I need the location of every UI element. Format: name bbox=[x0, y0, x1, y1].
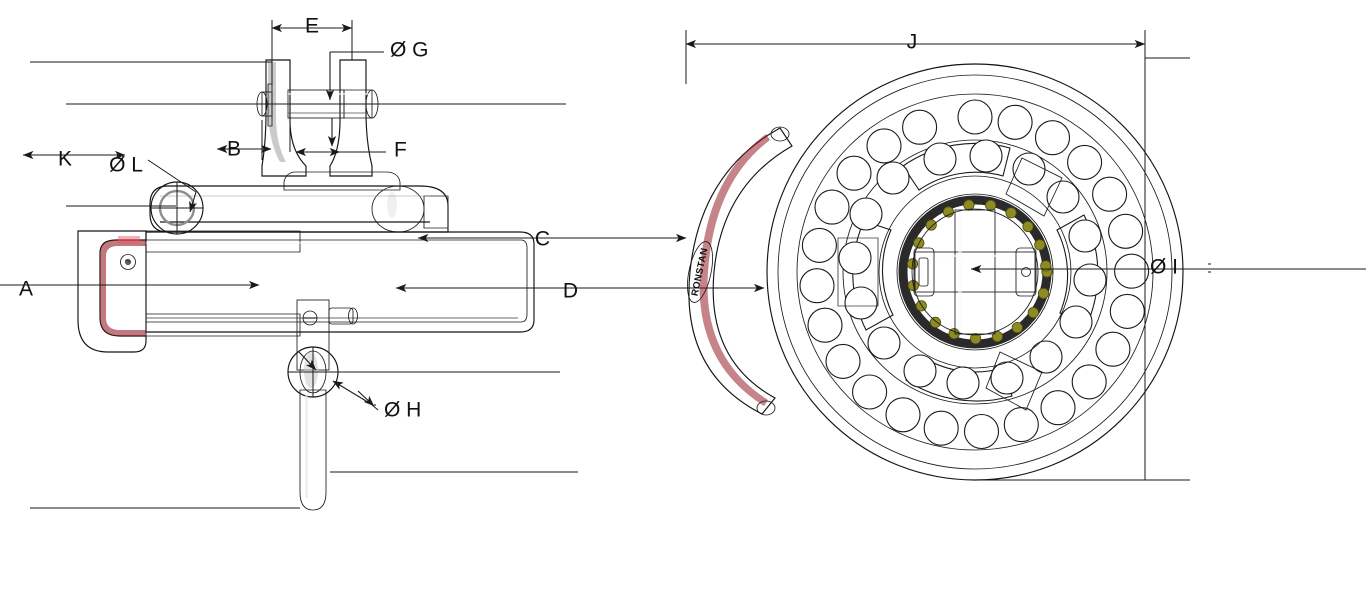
dimension-j: J bbox=[685, 31, 1146, 54]
dimension-label-g: Ø G bbox=[390, 39, 429, 62]
left-view-dimensions: A K E Ø G B F bbox=[0, 15, 765, 509]
sheave-disc-edge bbox=[145, 231, 535, 333]
dimension-label-e: E bbox=[305, 15, 319, 38]
brand-badge: RONSTAN bbox=[687, 241, 713, 303]
inner-lightening-holes bbox=[838, 139, 1107, 400]
head-swivel-body bbox=[149, 171, 449, 235]
dimension-b: B bbox=[216, 138, 272, 161]
dimension-a: A bbox=[0, 278, 260, 301]
clevis-shackle-jaws bbox=[256, 59, 379, 177]
dimension-f: F bbox=[295, 139, 407, 162]
dimension-label-f: F bbox=[394, 139, 407, 162]
dimension-label-b: B bbox=[227, 138, 241, 161]
dimension-c: C bbox=[417, 228, 687, 251]
right-face-view: RONSTAN bbox=[687, 63, 1184, 481]
dimension-label-c: C bbox=[535, 228, 550, 251]
cam-lug-features bbox=[837, 157, 1063, 411]
dimension-label-d: D bbox=[563, 280, 578, 303]
dimension-label-j: J bbox=[907, 31, 918, 54]
outer-lightening-holes bbox=[799, 99, 1150, 450]
dimension-label-i: Ø I bbox=[1150, 256, 1178, 279]
hub-assembly bbox=[878, 175, 1072, 369]
dimension-label-l: Ø L bbox=[109, 154, 143, 177]
sheave-face-disc bbox=[766, 63, 1184, 481]
dimension-k: K bbox=[22, 148, 126, 171]
right-view-dimensions: J Ø I bbox=[685, 30, 1366, 481]
dimension-h: Ø H bbox=[298, 351, 421, 422]
dimension-e: E bbox=[271, 15, 353, 38]
head-boss-bore bbox=[150, 181, 204, 235]
red-becket-bracket bbox=[77, 230, 301, 353]
dimension-label-a: A bbox=[19, 278, 33, 301]
dimension-l: Ø L bbox=[109, 154, 197, 213]
red-becket-arc: RONSTAN bbox=[687, 126, 793, 416]
dimension-label-h: Ø H bbox=[384, 399, 421, 422]
dimension-label-k: K bbox=[58, 148, 72, 171]
dimension-g: Ø G bbox=[325, 39, 429, 101]
becket-screw-icon bbox=[120, 254, 136, 270]
dimension-i: Ø I bbox=[970, 256, 1366, 279]
